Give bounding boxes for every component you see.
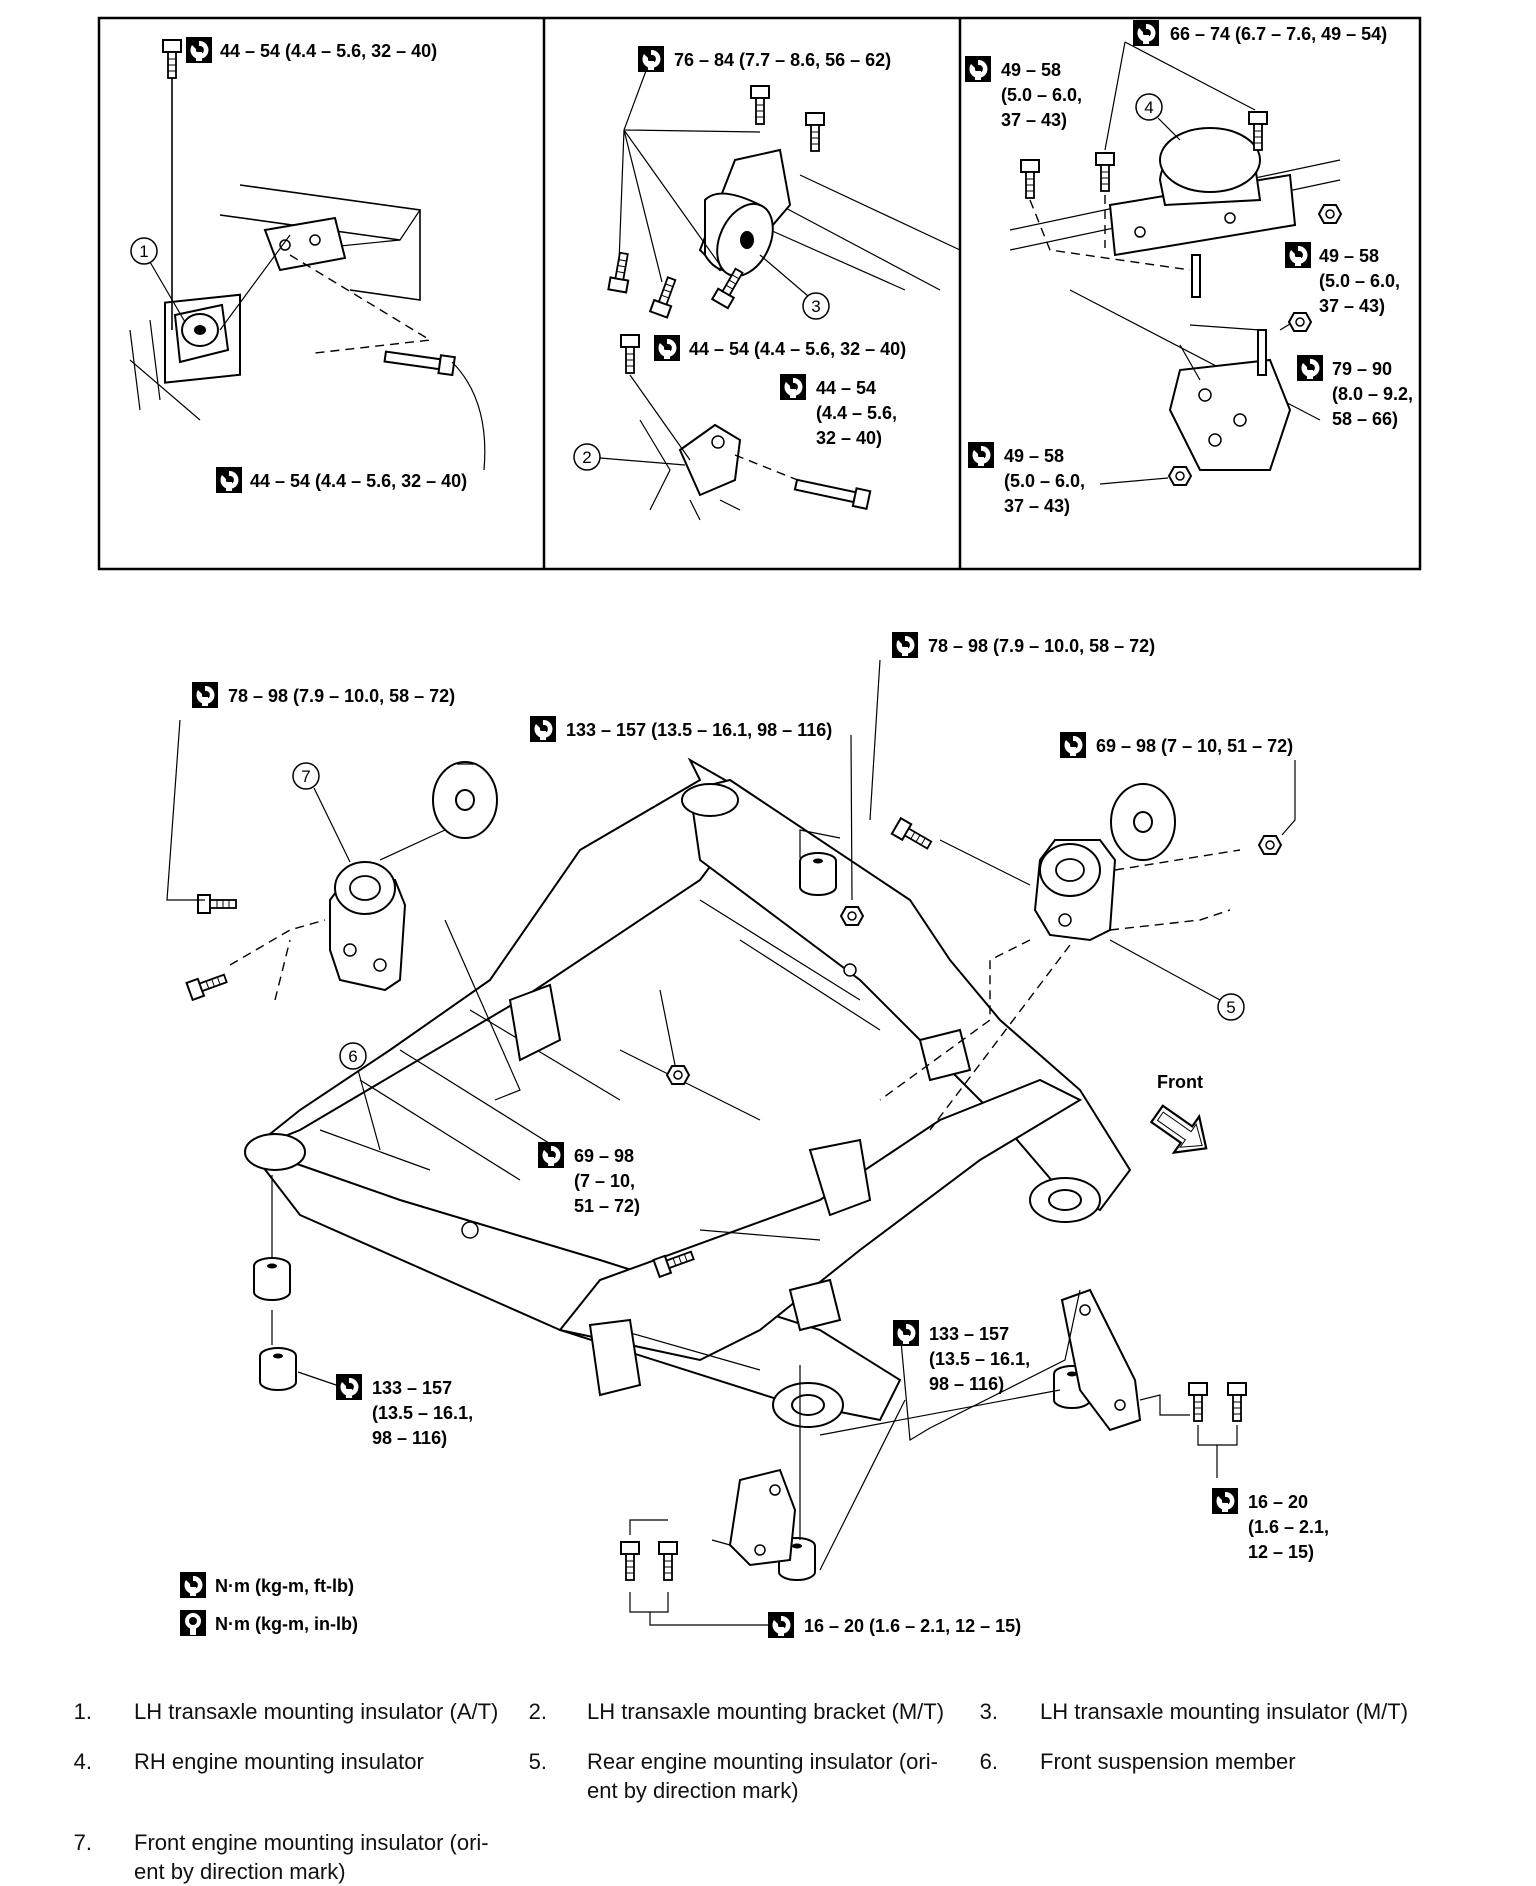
torque-label-t8-l1: 49 – 58 — [1319, 246, 1379, 266]
legend-num: 1. — [73, 1699, 92, 1724]
svg-text:3: 3 — [811, 297, 820, 316]
front-engine-mount-7: 7 78 – 98 (7.9 – 10.0, 58 – 72) — [166, 682, 521, 1101]
torque-label-t8-l3: 37 – 43) — [1319, 296, 1385, 316]
torque-label-t18-l1: 16 – 20 — [1248, 1492, 1308, 1512]
torque-label-t14: 69 – 98 (7 – 10, 51 – 72) — [1096, 736, 1293, 756]
legend-text: LH transaxle mounting insulator (A/T) — [134, 1699, 499, 1724]
legend-text: Front suspension member — [1040, 1749, 1296, 1774]
torque-label-t15-l1: 69 – 98 — [574, 1146, 634, 1166]
torque-label-t7-l2: (5.0 – 6.0, — [1001, 85, 1082, 105]
legend-num: 2. — [528, 1699, 547, 1724]
svg-text:4: 4 — [1144, 98, 1153, 117]
torque-label-t12: 78 – 98 (7.9 – 10.0, 58 – 72) — [928, 636, 1155, 656]
left-lower-bushing: 133 – 157 (13.5 – 16.1, 98 – 116) — [253, 1175, 473, 1448]
torque-wrench-inlb-icon — [180, 1610, 206, 1636]
front-label: Front — [1157, 1072, 1203, 1092]
front-direction-arrow: Front — [1149, 1072, 1208, 1155]
torque-label-t2: 44 – 54 (4.4 – 5.6, 32 – 40) — [250, 471, 467, 491]
panel-2-lh-transaxle-mount-mt: 3 2 76 – 84 (7.7 – 8.6, 56 – 62) 44 – 54… — [573, 46, 961, 521]
torque-wrench-icon — [180, 1572, 206, 1598]
top-detail-panels — [97, 16, 1422, 571]
panel-3-rh-engine-mount: 4 66 – 74 (6.7 – 7.6, 49 – 54) 49 – 58 (… — [965, 20, 1413, 516]
legend-text: Rear engine mounting insulator (ori- — [587, 1749, 938, 1774]
svg-text:5: 5 — [1226, 998, 1235, 1017]
torque-label-t11: 78 – 98 (7.9 – 10.0, 58 – 72) — [228, 686, 455, 706]
torque-label-t5-l2: (4.4 – 5.6, — [816, 403, 897, 423]
front-suspension-member-callout: 6 — [339, 1042, 381, 1151]
torque-label-t16-l1: 133 – 157 — [372, 1378, 452, 1398]
torque-label-t7-l1: 49 – 58 — [1001, 60, 1061, 80]
torque-label-t10-l1: 49 – 58 — [1004, 446, 1064, 466]
legend-text: LH transaxle mounting bracket (M/T) — [587, 1699, 945, 1724]
center-nut-69-98: 69 – 98 (7 – 10, 51 – 72) — [538, 989, 821, 1278]
legend-text: LH transaxle mounting insulator (M/T) — [1040, 1699, 1409, 1724]
panel-1-lh-transaxle-mount-at: 1 44 – 54 (4.4 – 5.6, 32 – 40) 44 – 54 (… — [129, 37, 486, 493]
torque-label-t7-l3: 37 – 43) — [1001, 110, 1067, 130]
svg-text:1: 1 — [139, 242, 148, 261]
torque-label-t8-l2: (5.0 – 6.0, — [1319, 271, 1400, 291]
torque-label-t9-l3: 58 – 66) — [1332, 409, 1398, 429]
lower-stays-assembly: 133 – 157 (13.5 – 16.1, 98 – 116) 16 – 2… — [620, 1288, 1329, 1638]
torque-label-t10-l3: 37 – 43) — [1004, 496, 1070, 516]
legend-text: ent by direction mark) — [587, 1778, 799, 1803]
torque-label-t16-l2: (13.5 – 16.1, — [372, 1403, 473, 1423]
torque-label-t6: 66 – 74 (6.7 – 7.6, 49 – 54) — [1170, 24, 1387, 44]
torque-label-t15-l3: 51 – 72) — [574, 1196, 640, 1216]
upper-bushing-assembly: 133 – 157 (13.5 – 16.1, 98 – 116) — [530, 716, 864, 926]
torque-label-t13: 133 – 157 (13.5 – 16.1, 98 – 116) — [566, 720, 832, 740]
torque-label-t19: 16 – 20 (1.6 – 2.1, 12 – 15) — [804, 1616, 1021, 1636]
legend-text: Front engine mounting insulator (ori- — [134, 1830, 489, 1855]
parts-legend: 1. LH transaxle mounting insulator (A/T)… — [0, 1690, 1536, 1884]
legend-num: 6. — [979, 1749, 998, 1774]
torque-label-t4: 44 – 54 (4.4 – 5.6, 32 – 40) — [689, 339, 906, 359]
legend-num: 3. — [979, 1699, 998, 1724]
torque-label-t5-l3: 32 – 40) — [816, 428, 882, 448]
torque-label-t1: 44 – 54 (4.4 – 5.6, 32 – 40) — [220, 41, 437, 61]
torque-label-t9-l2: (8.0 – 9.2, — [1332, 384, 1413, 404]
torque-label-t18-l2: (1.6 – 2.1, — [1248, 1517, 1329, 1537]
legend-text: RH engine mounting insulator — [134, 1749, 424, 1774]
units-key: N·m (kg-m, ft-lb) N·m (kg-m, in-lb) — [180, 1572, 358, 1636]
torque-label-t3: 76 – 84 (7.7 – 8.6, 56 – 62) — [674, 50, 891, 70]
torque-label-t5-l1: 44 – 54 — [816, 378, 876, 398]
torque-label-t17-l2: (13.5 – 16.1, — [929, 1349, 1030, 1369]
rear-engine-mount-5: 5 78 – 98 (7.9 – 10.0, 58 – 72) 69 – 98 … — [869, 632, 1296, 1131]
torque-label-t15-l2: (7 – 10, — [574, 1171, 635, 1191]
svg-text:6: 6 — [348, 1047, 357, 1066]
torque-label-t17-l1: 133 – 157 — [929, 1324, 1009, 1344]
units-key-inlb: N·m (kg-m, in-lb) — [215, 1614, 358, 1634]
svg-text:7: 7 — [301, 767, 310, 786]
svg-text:2: 2 — [582, 448, 591, 467]
units-key-ftlb: N·m (kg-m, ft-lb) — [215, 1576, 354, 1596]
legend-num: 4. — [73, 1749, 92, 1774]
legend-num: 7. — [73, 1830, 92, 1855]
torque-label-t17-l3: 98 – 116) — [929, 1374, 1004, 1394]
torque-label-t9-l1: 79 – 90 — [1332, 359, 1392, 379]
torque-label-t18-l3: 12 – 15) — [1248, 1542, 1314, 1562]
legend-num: 5. — [528, 1749, 547, 1774]
torque-label-t16-l3: 98 – 116) — [372, 1428, 447, 1448]
torque-label-t10-l2: (5.0 – 6.0, — [1004, 471, 1085, 491]
legend-text: ent by direction mark) — [134, 1859, 346, 1884]
